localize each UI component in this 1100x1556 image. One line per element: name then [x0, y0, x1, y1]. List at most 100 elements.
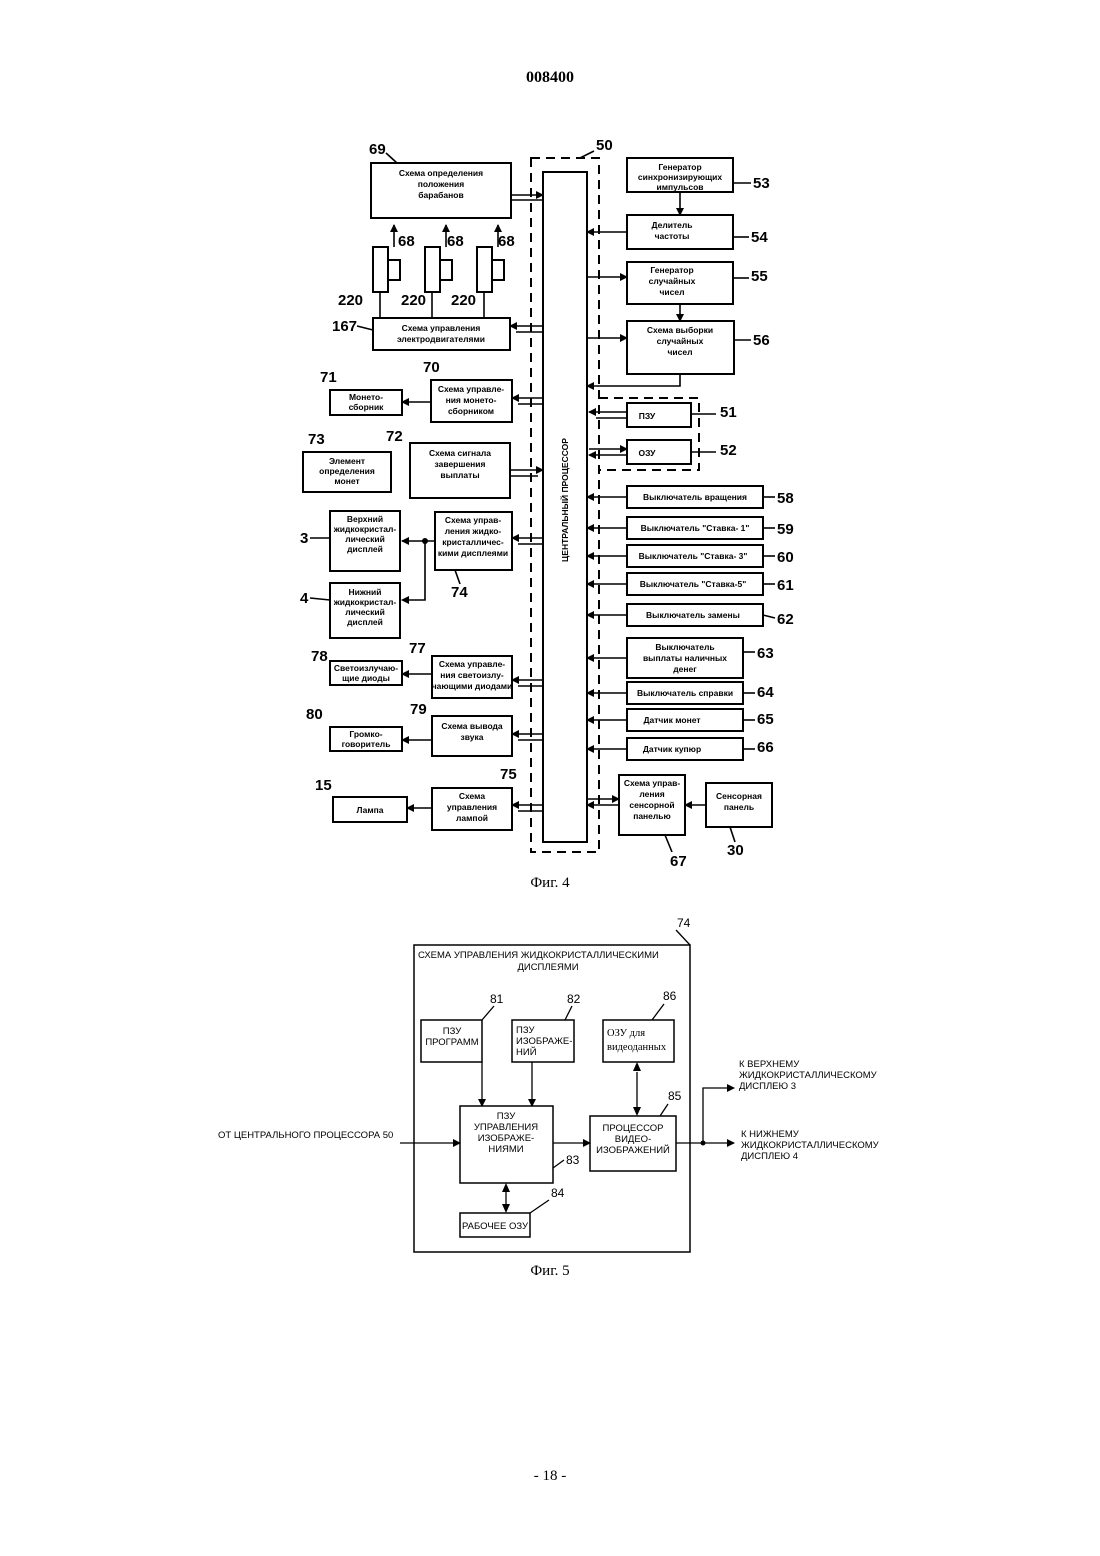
speaker-number: 80	[306, 706, 323, 723]
reel-position-line-2: положения	[418, 179, 464, 189]
reel-position-number: 69	[369, 141, 386, 158]
img-rom-line-2: ИЗОБРАЖЕ-	[516, 1036, 572, 1047]
vproc-line-2: ВИДЕО-	[615, 1134, 652, 1145]
switch-number-60: 60	[777, 549, 794, 566]
coin-box-ctrl-line-2: ния монето-	[446, 395, 497, 405]
rng-line-1: Генератор	[650, 265, 693, 275]
motor-unit-1	[373, 225, 400, 318]
motor-number-2: 220	[401, 292, 426, 309]
rng-sample-number: 56	[753, 332, 770, 349]
input-label: ОТ ЦЕНТРАЛЬНОГО ПРОЦЕССОРА 50	[218, 1130, 393, 1141]
cpu-number: 50	[596, 137, 613, 154]
clock-gen-line-3: импульсов	[656, 182, 703, 192]
sound-number: 79	[410, 701, 427, 718]
reel-position-line-1: Схема определения	[399, 168, 483, 178]
prog-rom-line-1: ПЗУ	[443, 1026, 462, 1037]
img-rom-line-3: НИЙ	[516, 1046, 537, 1058]
vram-block	[603, 1020, 674, 1062]
divider-line-2: частоты	[655, 231, 690, 241]
rng-line-2: случайных	[649, 276, 696, 286]
switch-63-line-1: Выключатель	[655, 642, 714, 652]
switch-number-61: 61	[777, 577, 794, 594]
ram-label: ОЗУ	[639, 448, 657, 458]
coin-box-ctrl-line-3: сборником	[448, 406, 494, 416]
out-upper-line-3: ДИСПЛЕЮ 3	[739, 1081, 796, 1092]
vproc-line-3: ИЗОБРАЖЕНИЙ	[596, 1144, 670, 1156]
switch-number-58: 58	[777, 490, 794, 507]
touch-ctrl-line-1: Схема управ-	[624, 778, 681, 788]
rom-label: ПЗУ	[639, 411, 656, 421]
switch-number-62: 62	[777, 611, 794, 628]
motor-control-line-2: электродвигателями	[397, 334, 485, 344]
switch-number-59: 59	[777, 521, 794, 538]
lamp-ctrl-line-1: Схема	[459, 791, 485, 801]
prog-rom-line-2: ПРОГРАММ	[425, 1037, 478, 1048]
switch-label-60: Выключатель "Ставка- 3"	[639, 551, 748, 561]
lamp-ctrl-number: 75	[500, 766, 517, 783]
motor-control-number: 167	[332, 318, 357, 335]
fig5-caption: Фиг. 5	[530, 1263, 569, 1279]
lower-lcd-line-2: жидкокристал-	[333, 597, 397, 607]
vproc-line-1: ПРОЦЕССОР	[603, 1123, 664, 1134]
switch-number-63: 63	[757, 645, 774, 662]
payout-signal-number: 72	[386, 428, 403, 445]
switch-63-line-3: денег	[673, 664, 697, 674]
img-ctrl-rom-number: 83	[566, 1153, 580, 1167]
lcd-ctrl-outer-number: 74	[677, 916, 691, 930]
upper-lcd-number: 3	[300, 530, 308, 547]
rng-sample-line-1: Схема выборки	[647, 325, 713, 335]
lcd-ctrl-line-4: кими дисплеями	[438, 548, 508, 558]
speaker-line-1: Громко-	[349, 729, 382, 739]
ram-number: 52	[720, 442, 737, 459]
lcd-ctrl-number: 74	[451, 584, 468, 601]
sensor-number-3: 68	[498, 233, 515, 250]
lcd-ctrl-line-1: Схема управ-	[445, 515, 502, 525]
payout-signal-line-2: завершения	[434, 459, 485, 469]
coin-detect-line-3: монет	[334, 476, 359, 486]
lamp-number: 15	[315, 777, 332, 794]
document-number: 008400	[526, 69, 574, 86]
rom-number: 51	[720, 404, 737, 421]
lamp-ctrl-line-3: лампой	[456, 813, 488, 823]
switch-label-62: Выключатель замены	[646, 610, 740, 620]
out-lower-line-2: ЖИДКОКРИСТАЛЛИЧЕСКОМУ	[741, 1140, 880, 1151]
sensor-number-2: 68	[447, 233, 464, 250]
coin-detect-line-2: определения	[319, 466, 375, 476]
lower-lcd-line-3: лический	[345, 607, 385, 617]
speaker-line-2: говоритель	[342, 739, 391, 749]
switches-group: Выключатель вращения 58 Выключатель "Ста…	[587, 486, 794, 760]
upper-lcd-line-1: Верхний	[347, 514, 383, 524]
page-number: - 18 -	[534, 1468, 567, 1484]
coin-box-line-1: Монето-	[349, 392, 383, 402]
sensor-number-1: 68	[398, 233, 415, 250]
vram-line-2: видеоданных	[607, 1042, 667, 1053]
img-rom-line-1: ПЗУ	[516, 1025, 535, 1036]
coin-detect-number: 73	[308, 431, 325, 448]
switch-label-65: Датчик монет	[643, 715, 700, 725]
switch-number-66: 66	[757, 739, 774, 756]
upper-lcd-line-3: лический	[345, 534, 385, 544]
lcd-ctrl-outer-block	[414, 945, 690, 1252]
sound-line-2: звука	[461, 732, 484, 742]
img-ctrl-rom-line-3: ИЗОБРАЖЕ-	[478, 1133, 534, 1144]
led-ctrl-line-2: ния светоизлу-	[440, 670, 504, 680]
out-lower-line-1: К НИЖНЕМУ	[741, 1129, 800, 1140]
clock-gen-line-1: Генератор	[658, 162, 701, 172]
touch-panel-number: 30	[727, 842, 744, 859]
vram-number: 86	[663, 989, 677, 1003]
touch-panel-line-1: Сенсорная	[716, 791, 762, 801]
clock-gen-line-2: синхронизирующих	[638, 172, 722, 182]
coin-box-ctrl-line-1: Схема управле-	[438, 384, 504, 394]
leds-line-1: Светоизлучаю-	[334, 663, 398, 673]
lower-lcd-line-4: дисплей	[347, 617, 383, 627]
motor-number-1: 220	[338, 292, 363, 309]
touch-ctrl-line-2: ления	[639, 789, 664, 799]
work-ram-label: РАБОЧЕЕ ОЗУ	[462, 1221, 529, 1232]
led-ctrl-line-1: Схема управле-	[439, 659, 505, 669]
coin-detect-line-1: Элемент	[329, 456, 365, 466]
led-ctrl-line-3: чающими диодами	[432, 681, 513, 691]
lamp-label: Лампа	[356, 805, 383, 815]
leds-number: 78	[311, 648, 328, 665]
prog-rom-number: 81	[490, 992, 504, 1006]
lcd-ctrl-outer-line-2: ДИСПЛЕЯМИ	[517, 962, 578, 973]
